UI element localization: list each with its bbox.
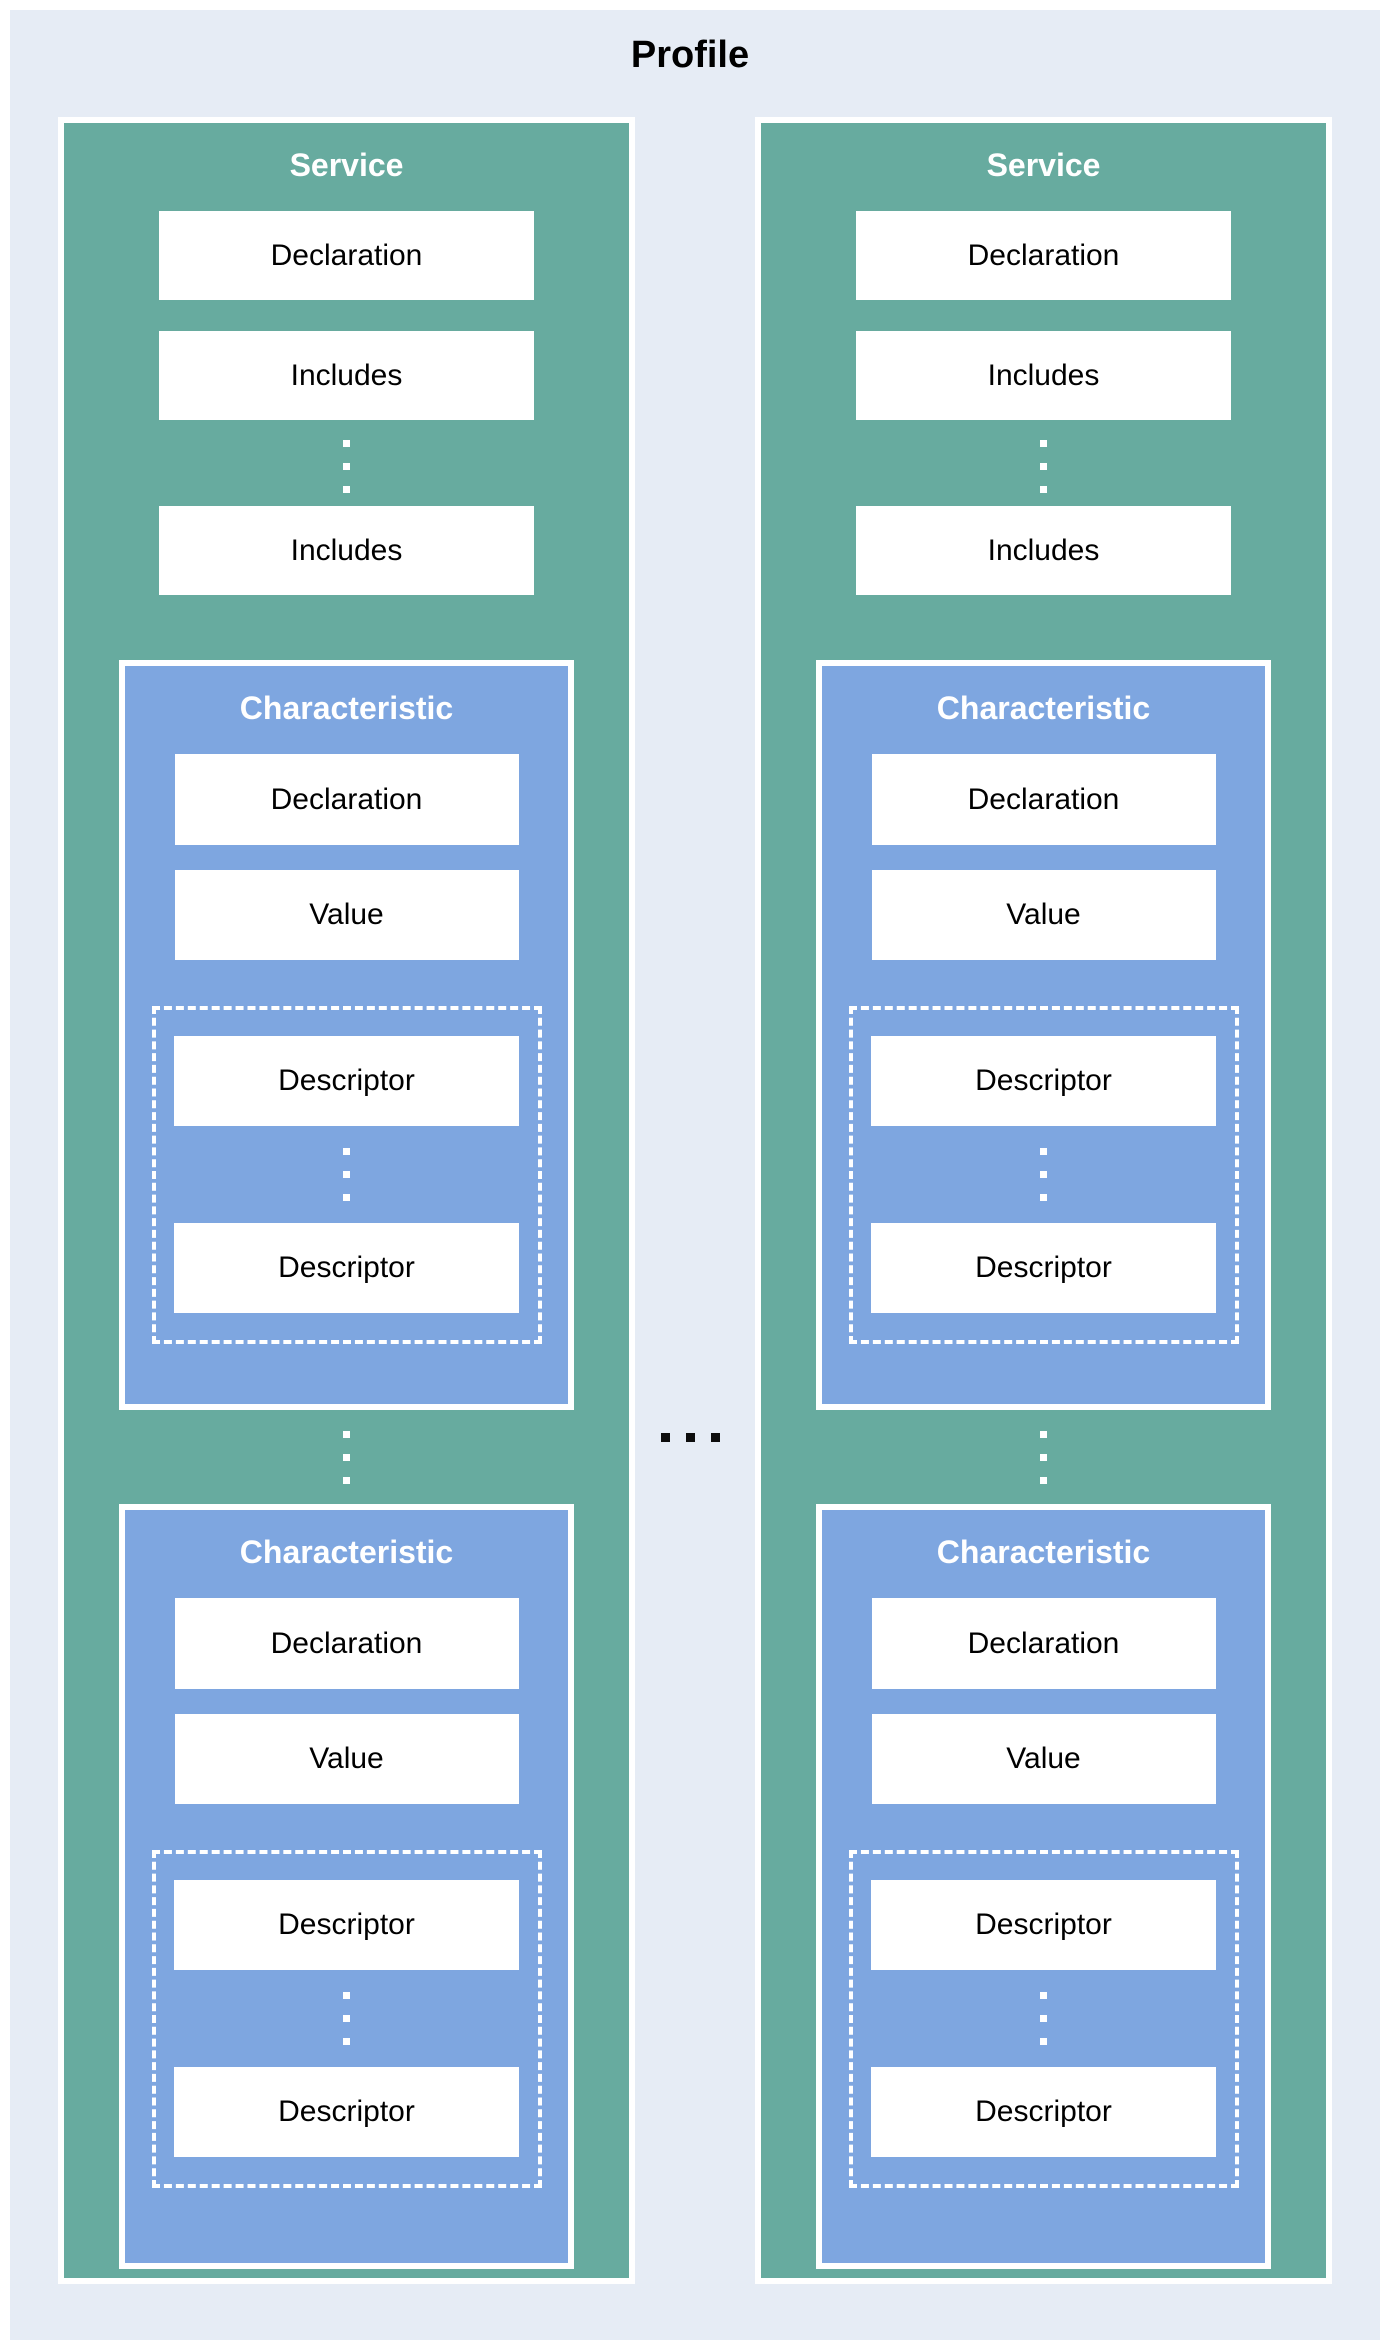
characteristic-box: Characteristic Declaration Value Descrip… [816, 1504, 1271, 2269]
ellipsis-dot [1040, 1194, 1047, 1201]
ellipsis-dot [343, 2038, 350, 2045]
descriptor-box: Descriptor [174, 1223, 519, 1313]
descriptor-box: Descriptor [174, 1036, 519, 1126]
descriptor-group: Descriptor Descriptor [151, 1850, 542, 2188]
descriptor-group: Descriptor Descriptor [848, 1006, 1239, 1344]
characteristic-title: Characteristic [239, 1534, 454, 1570]
ellipsis-dot [1040, 2015, 1047, 2022]
ellipsis-dot [343, 1453, 350, 1461]
value-box: Value [871, 1714, 1216, 1804]
characteristic-title: Characteristic [936, 690, 1151, 726]
characteristic-box: Characteristic Declaration Value Descrip… [119, 660, 574, 1410]
ellipsis-dot [1040, 463, 1047, 470]
ellipsis-dot [343, 1194, 350, 1201]
service-title: Service [986, 147, 1101, 183]
vertical-ellipsis [343, 1148, 350, 1201]
ellipsis-dot [1040, 486, 1047, 493]
ellipsis-dot [1040, 1171, 1047, 1178]
declaration-box: Declaration [856, 211, 1231, 300]
value-box: Value [871, 870, 1216, 960]
ellipsis-dot [343, 1148, 350, 1155]
page-margin-top [0, 0, 1380, 10]
ellipsis-dot [343, 1476, 350, 1484]
vertical-ellipsis [1040, 440, 1047, 493]
descriptor-group: Descriptor Descriptor [848, 1850, 1239, 2188]
vertical-ellipsis [1040, 1410, 1047, 1504]
value-box: Value [174, 1714, 519, 1804]
horizontal-ellipsis [661, 1433, 720, 1442]
vertical-ellipsis [1040, 1992, 1047, 2045]
service-title: Service [289, 147, 404, 183]
ellipsis-dot [343, 1992, 350, 1999]
ellipsis-dot [1040, 1430, 1047, 1438]
declaration-box: Declaration [174, 754, 519, 845]
includes-box: Includes [159, 331, 534, 420]
ellipsis-dot [343, 1430, 350, 1438]
ellipsis-dot [711, 1433, 720, 1442]
declaration-box: Declaration [871, 1598, 1216, 1689]
vertical-ellipsis [343, 440, 350, 493]
ellipsis-dot [343, 486, 350, 493]
profile-title: Profile [630, 34, 750, 76]
declaration-box: Declaration [871, 754, 1216, 845]
ellipsis-dot [1040, 1148, 1047, 1155]
vertical-ellipsis [1040, 1148, 1047, 1201]
descriptor-box: Descriptor [174, 1880, 519, 1970]
declaration-box: Declaration [159, 211, 534, 300]
includes-box: Includes [856, 331, 1231, 420]
includes-box: Includes [856, 506, 1231, 595]
page-margin-left [0, 0, 10, 2340]
descriptor-box: Descriptor [871, 1036, 1216, 1126]
descriptor-box: Descriptor [871, 1223, 1216, 1313]
descriptor-box: Descriptor [871, 2067, 1216, 2157]
descriptor-group: Descriptor Descriptor [151, 1006, 542, 1344]
ellipsis-dot [1040, 1453, 1047, 1461]
characteristic-title: Characteristic [239, 690, 454, 726]
ellipsis-dot [1040, 440, 1047, 447]
vertical-ellipsis [343, 1992, 350, 2045]
characteristic-box: Characteristic Declaration Value Descrip… [119, 1504, 574, 2269]
descriptor-box: Descriptor [174, 2067, 519, 2157]
characteristic-box: Characteristic Declaration Value Descrip… [816, 660, 1271, 1410]
service-box: Service Declaration Includes Includes Ch… [58, 117, 635, 2284]
ellipsis-dot [661, 1433, 670, 1442]
characteristic-title: Characteristic [936, 1534, 1151, 1570]
value-box: Value [174, 870, 519, 960]
ellipsis-dot [1040, 2038, 1047, 2045]
ellipsis-dot [343, 463, 350, 470]
ellipsis-dot [1040, 1476, 1047, 1484]
descriptor-box: Descriptor [871, 1880, 1216, 1970]
ellipsis-dot [343, 1171, 350, 1178]
service-box: Service Declaration Includes Includes Ch… [755, 117, 1332, 2284]
ellipsis-dot [1040, 1992, 1047, 1999]
ellipsis-dot [343, 2015, 350, 2022]
vertical-ellipsis [343, 1410, 350, 1504]
declaration-box: Declaration [174, 1598, 519, 1689]
ellipsis-dot [343, 440, 350, 447]
ellipsis-dot [686, 1433, 695, 1442]
includes-box: Includes [159, 506, 534, 595]
